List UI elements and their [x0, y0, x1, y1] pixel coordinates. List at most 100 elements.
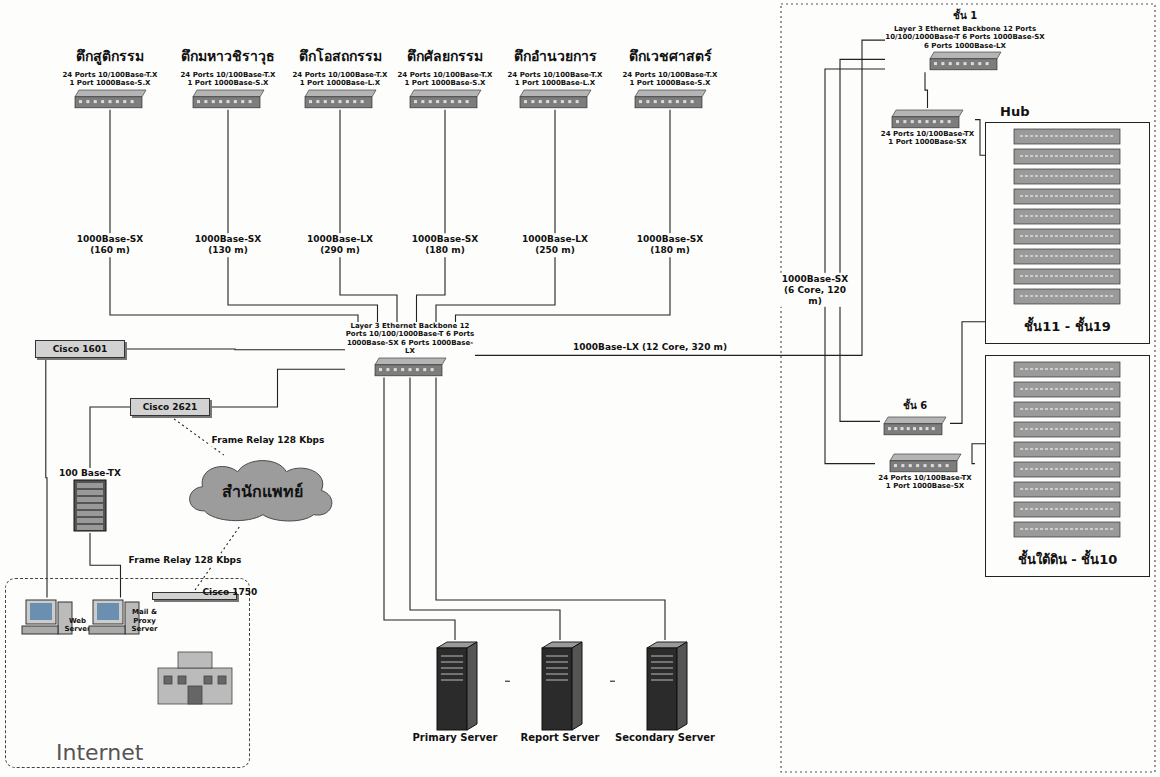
network-cable — [950, 322, 985, 424]
workstation: Mail & Proxy Server — [82, 598, 147, 636]
link-label: 1000Base-SX (160 m) — [69, 233, 151, 257]
link-label: 1000Base-LX (290 m) — [299, 233, 381, 257]
server-tower: Report Server — [510, 640, 610, 743]
network-cable — [610, 681, 615, 682]
sw-icon — [303, 88, 378, 110]
sw-icon — [518, 88, 593, 110]
building-region — [781, 4, 1155, 772]
sw-icon — [633, 88, 708, 110]
node-label: ตึกเวชศาสตร์ — [629, 45, 712, 67]
srv-icon — [405, 640, 505, 732]
network-cable — [110, 110, 358, 322]
node-label: 24 Ports 10/100Base-T.X 1 Port 1000Base-… — [395, 71, 495, 88]
group-heading: Hub — [1000, 104, 1029, 125]
network-switch: ตึกอำนวยการ 24 Ports 10/100Base-T.X 1 Por… — [505, 45, 605, 110]
network-switch: Layer 3 Ethernet Backbone 12 Ports 10/10… — [345, 322, 475, 378]
network-cable — [410, 378, 560, 640]
node-label: Web Server — [65, 617, 91, 634]
network-switch: 24 Ports 10/100Base-TX 1 Port 1000Base-S… — [875, 452, 975, 491]
link-label: 1000Base-SX (130 m) — [187, 233, 269, 257]
network-cable — [925, 72, 928, 108]
city-hall-building — [158, 652, 232, 704]
node-label: Report Server — [521, 732, 600, 743]
node-label: 24 Ports 10/100Base-T.X 1 Port 1000Base-… — [505, 71, 605, 88]
internet-region: InternetWeb ServerMail & Proxy ServerCis… — [5, 578, 250, 768]
node-label: Mail & Proxy Server — [132, 608, 158, 633]
network-cable — [228, 110, 378, 322]
network-cable — [436, 110, 555, 322]
server-tower: Primary Server — [405, 640, 505, 743]
hub-units — [986, 356, 1148, 575]
node-label: 24 Ports 10/100Base-T.X 1 Port 1000Base-… — [178, 71, 278, 88]
node-label: ตึกสูติกรรม — [76, 45, 144, 67]
node-label: ตึกอำนวยการ — [514, 45, 597, 67]
network-switch: ตึกศัลยกรรม 24 Ports 10/100Base-T.X 1 Por… — [395, 45, 495, 110]
link-label: 1000Base-LX (250 m) — [514, 233, 596, 257]
network-switch: ตึกสูติกรรม 24 Ports 10/100Base-T.X 1 Por… — [60, 45, 160, 110]
router-box: Cisco 1601 — [35, 340, 125, 358]
network-cable — [46, 358, 47, 598]
network-cable — [436, 378, 665, 640]
hub-stack: ชั้นใต้ดิน - ชั้น10 — [985, 355, 1150, 577]
node-label: Cisco 1601 — [53, 344, 108, 354]
workstation: Web Server — [15, 598, 80, 636]
network-cable — [417, 110, 446, 322]
server-tower: Secondary Server — [615, 640, 715, 743]
node-label: 100 Base-TX — [59, 468, 121, 478]
firewall-server: 100 Base-TX — [60, 468, 120, 533]
node-label: ชั้น11 - ชั้น19 — [1024, 316, 1111, 343]
link-label: 1000Base-SX (180 m) — [404, 233, 486, 257]
hub-units — [986, 123, 1148, 342]
network-cable — [90, 533, 121, 598]
sw-icon — [191, 88, 266, 110]
node-label: Layer 3 Ethernet Backbone 12 Ports 10/10… — [345, 322, 475, 356]
network-switch: ตึกมหาวชิราวุธ 24 Ports 10/100Base-T.X 1 … — [178, 45, 278, 110]
network-cable — [840, 59, 885, 421]
node-label: Secondary Server — [615, 732, 715, 743]
hub-stack: Hubชั้น11 - ชั้น19 — [985, 122, 1150, 344]
node-label: Cisco 1750 — [203, 587, 258, 597]
network-cloud: สำนักแพทย์ — [185, 455, 340, 527]
network-cable — [505, 681, 510, 682]
network-cable — [825, 69, 885, 464]
network-cable — [972, 444, 985, 464]
link-label: Frame Relay 128 Kbps — [210, 434, 327, 447]
network-switch: ตึกเวชศาสตร์24 Ports 10/100Base-T.X 1 Po… — [620, 45, 720, 110]
sw-icon — [882, 415, 948, 437]
network-cable — [975, 120, 985, 156]
node-label: Cisco 2621 — [143, 402, 198, 412]
node-label: 24 Ports 10/100Base-TX 1 Port 1000Base-S… — [875, 474, 975, 491]
node-label: 24 Ports 10/100Base-T.X 1 Port 1000Base-… — [290, 71, 390, 88]
fw-icon — [60, 478, 120, 533]
network-cable — [210, 369, 345, 407]
sw-icon — [373, 356, 448, 378]
node-label: Internet — [56, 740, 143, 765]
sw-icon — [928, 50, 1003, 72]
link-label: 1000Base-LX (12 Core, 320 m) — [571, 341, 729, 354]
sw-icon — [73, 88, 148, 110]
sw-icon — [408, 88, 483, 110]
network-cable — [125, 348, 345, 350]
link-label: Frame Relay 128 Kbps — [127, 554, 244, 567]
node-label: 24 Ports 10/100Base-TX 1 Port 1000Base-S… — [880, 130, 975, 147]
network-cable — [384, 378, 455, 640]
network-cable — [475, 40, 885, 355]
network-switch: ตึกโอสถกรรม 24 Ports 10/100Base-T.X 1 Por… — [290, 45, 390, 110]
link-label: 1000Base-SX (6 Core, 120 m) — [774, 273, 856, 307]
router-box: Cisco 1750 — [152, 592, 237, 600]
srv-icon — [510, 640, 610, 732]
node-label: 24 Ports 10/100Base-T.X 1 Port 1000Base-… — [60, 71, 160, 88]
network-cable — [456, 110, 671, 322]
node-label: สำนักแพทย์ — [222, 479, 303, 504]
network-switch: 24 Ports 10/100Base-TX 1 Port 1000Base-S… — [880, 108, 975, 147]
node-label: ชั้น 6 — [903, 398, 927, 413]
network-cable — [90, 407, 130, 468]
sw-icon — [890, 108, 965, 130]
link-label: 1000Base-SX (180 m) — [629, 233, 711, 257]
node-label: ตึกโอสถกรรม — [299, 45, 382, 67]
node-label: ตึกมหาวชิราวุธ — [181, 45, 275, 67]
node-label: ชั้น 1 — [953, 8, 977, 23]
node-label: Layer 3 Ethernet Backbone 12 Ports 10/10… — [885, 25, 1045, 50]
network-switch: ชั้น 1 Layer 3 Ethernet Backbone 12 Ports… — [885, 8, 1045, 72]
node-label: ตึกศัลยกรรม — [407, 45, 483, 67]
